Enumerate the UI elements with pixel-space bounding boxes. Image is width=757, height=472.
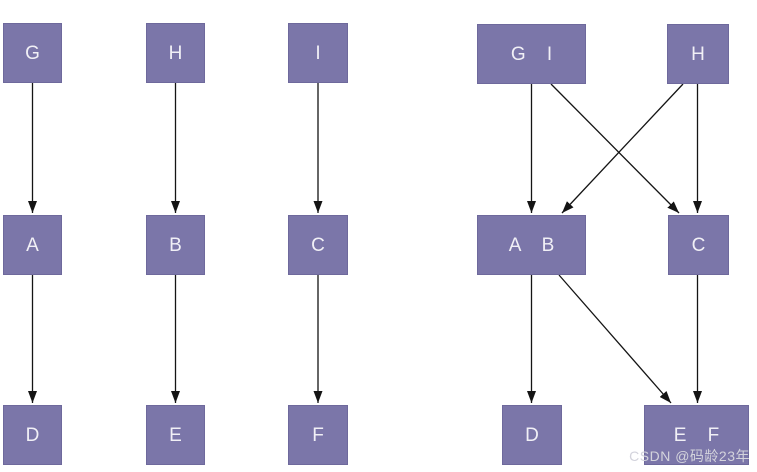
node-c2: C <box>668 215 729 275</box>
node-ab: A B <box>477 215 586 275</box>
node-f: F <box>288 405 348 465</box>
node-c: C <box>288 215 348 275</box>
node-ef: E F <box>644 405 749 465</box>
node-d2: D <box>502 405 562 465</box>
node-h: H <box>146 23 205 83</box>
node-g: G <box>3 23 62 83</box>
node-i: I <box>288 23 348 83</box>
node-e: E <box>146 405 205 465</box>
edge-ab-ef <box>558 274 672 404</box>
node-d: D <box>3 405 62 465</box>
node-a: A <box>3 215 62 275</box>
node-gi: G I <box>477 24 586 84</box>
node-h2: H <box>667 24 729 84</box>
edge-gi-c2 <box>550 83 680 214</box>
edge-h2-ab <box>561 83 684 214</box>
node-b: B <box>146 215 205 275</box>
